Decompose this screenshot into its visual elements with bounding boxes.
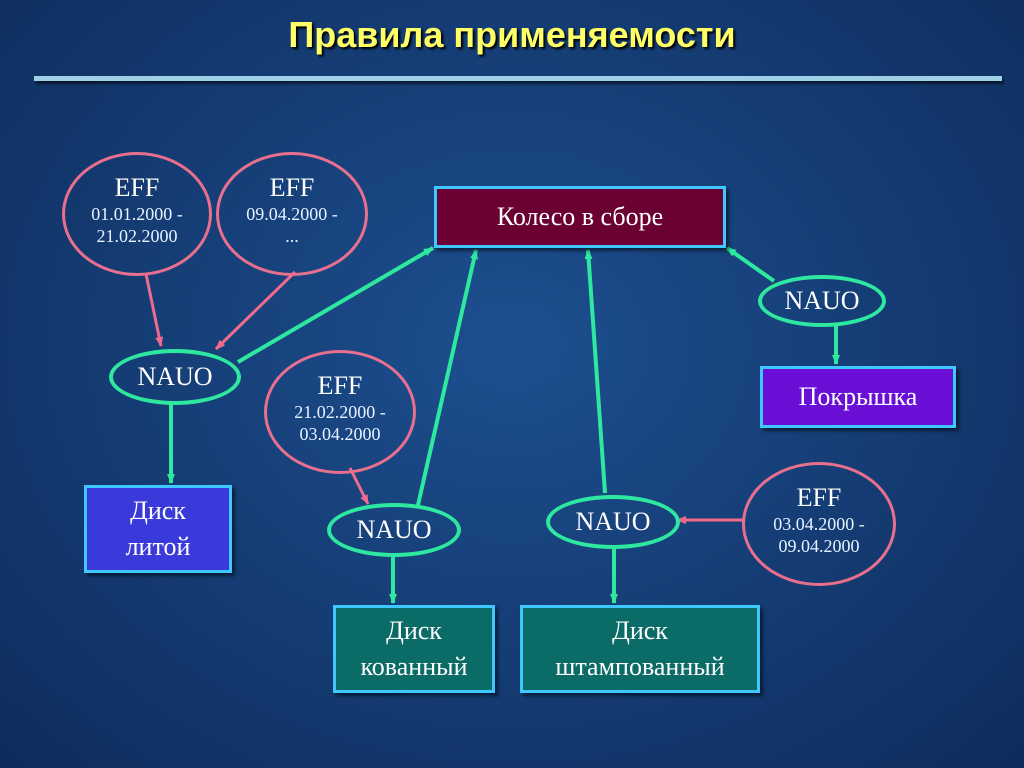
arrow-eff1-to-nauo: [144, 273, 164, 347]
cast-disc-box: Диск литой: [84, 485, 232, 573]
slide-title: Правила применяемости: [288, 14, 736, 55]
assembly-box: Колесо в сборе: [434, 186, 726, 248]
eff-date-end: ...: [285, 226, 299, 246]
arrow-nauo-cast-to-assembly: [236, 246, 435, 364]
eff-ellipse-1: EFF 01.01.2000 - 21.02.2000: [62, 152, 212, 276]
eff-ellipse-2: EFF 09.04.2000 - ...: [216, 152, 368, 276]
arrow-nauo-tire-to-assembly: [725, 246, 776, 283]
nauo-node-tire: NAUO: [758, 275, 886, 327]
eff-date-end: 09.04.2000: [778, 536, 860, 556]
eff-date-end: 21.02.2000: [96, 226, 178, 246]
arrow-eff2-to-nauo: [214, 270, 297, 351]
arrow-nauo-stamped-to-assembly: [584, 249, 607, 494]
eff-date-start: 09.04.2000 -: [246, 204, 338, 224]
eff-label: EFF: [796, 483, 842, 512]
title-underline: [34, 76, 1002, 81]
eff-label: EFF: [317, 371, 363, 400]
eff-date-start: 21.02.2000 -: [294, 402, 386, 422]
stamped-disc-box: Диск штампованный: [520, 605, 760, 693]
eff-ellipse-4: EFF 03.04.2000 - 09.04.2000: [742, 462, 896, 586]
eff-label: EFF: [114, 173, 160, 202]
eff-date-start: 01.01.2000 -: [91, 204, 183, 224]
nauo-node-stamped: NAUO: [546, 495, 680, 549]
eff-date-start: 03.04.2000 -: [773, 514, 865, 534]
eff-label: EFF: [269, 173, 315, 202]
arrow-nauo-forged-to-assembly: [416, 249, 478, 506]
arrow-eff3-to-nauo: [348, 467, 370, 505]
nauo-node-forged: NAUO: [327, 503, 461, 557]
eff-date-end: 03.04.2000: [299, 424, 381, 444]
tire-box: Покрышка: [760, 366, 956, 428]
forged-disc-box: Диск кованный: [333, 605, 495, 693]
nauo-node-cast: NAUO: [109, 349, 241, 405]
eff-ellipse-3: EFF 21.02.2000 - 03.04.2000: [264, 350, 416, 474]
